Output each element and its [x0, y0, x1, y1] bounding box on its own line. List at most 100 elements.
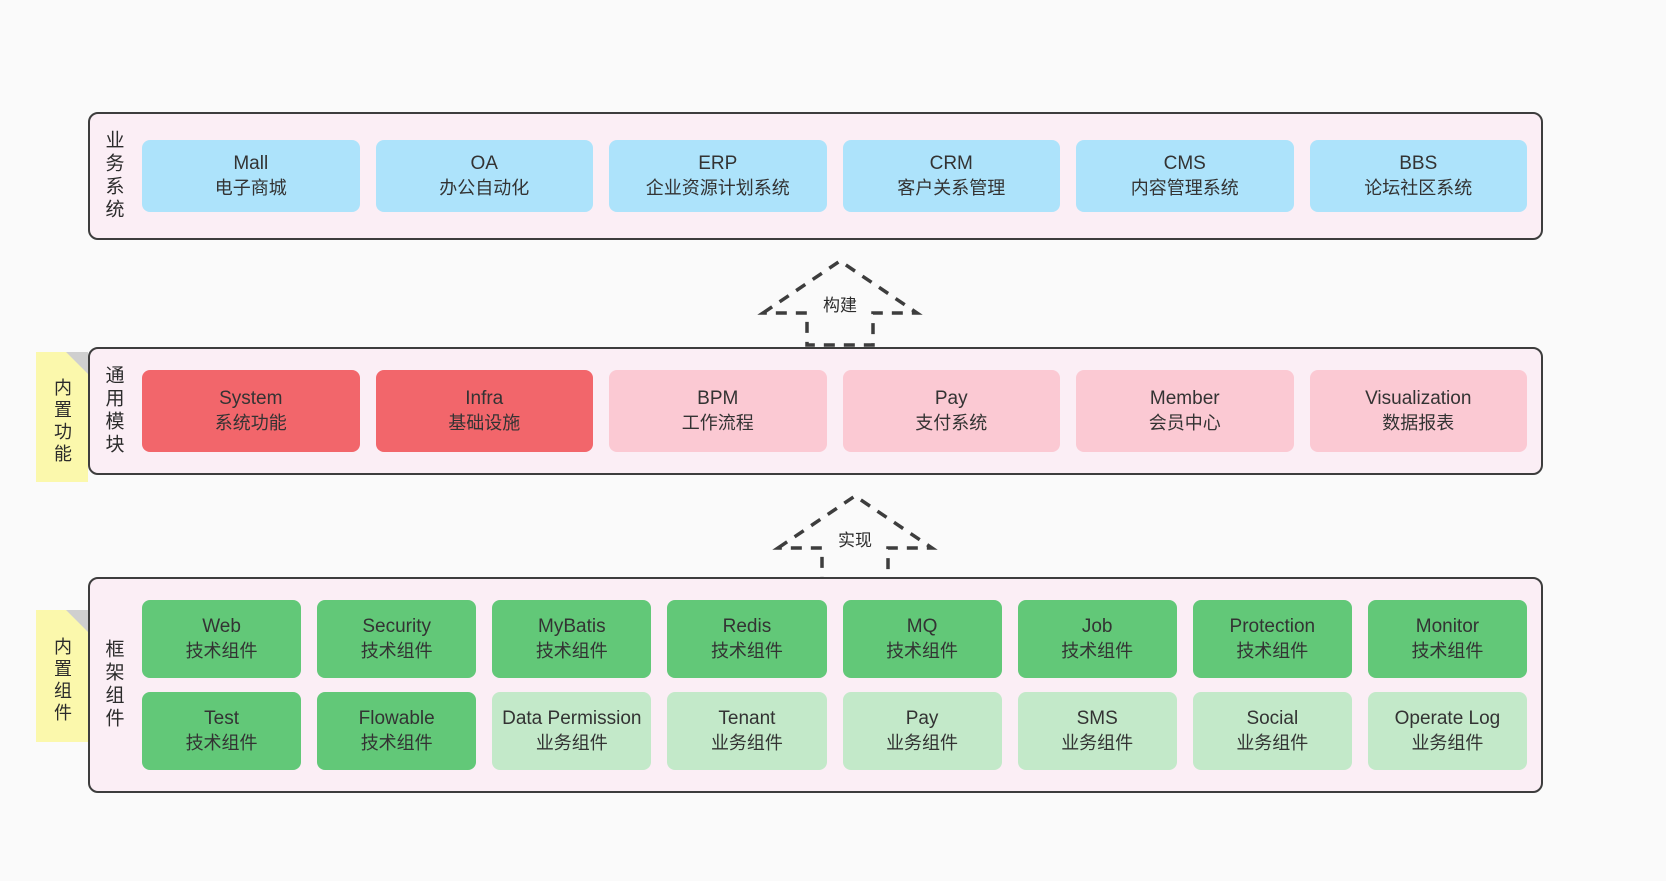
- general-module-card-title: System: [219, 388, 283, 410]
- framework-component-card-subtitle: 业务组件: [886, 732, 959, 753]
- framework-component-card-title: Test: [204, 708, 239, 730]
- framework-component-card-subtitle: 业务组件: [535, 732, 608, 753]
- framework-component-card-subtitle: 技术组件: [185, 732, 258, 753]
- business-system-card-title: BBS: [1399, 153, 1438, 175]
- framework-component-card-title: Operate Log: [1394, 708, 1501, 730]
- sticky-fold-corner-icon: [66, 610, 88, 632]
- framework-component-card-subtitle: 技术组件: [886, 640, 959, 661]
- sticky-fold-corner-icon: [66, 352, 88, 374]
- framework-component-card-subtitle: 技术组件: [185, 640, 258, 661]
- framework-component-card-subtitle: 业务组件: [1236, 732, 1309, 753]
- business-system-layer-label: 业务系统: [102, 130, 124, 222]
- sticky-note-builtin-features: 内置功能: [36, 352, 88, 482]
- sticky-note-builtin-features-label: 内置功能: [52, 378, 72, 466]
- business-system-card-subtitle: 企业资源计划系统: [645, 177, 790, 198]
- business-system-card-title: CMS: [1163, 153, 1206, 175]
- framework-component-card-title: Flowable: [358, 708, 435, 730]
- framework-component-card-subtitle: 技术组件: [1061, 640, 1134, 661]
- general-module-card-subtitle: 数据报表: [1382, 412, 1455, 433]
- business-system-card-subtitle: 电子商城: [214, 177, 287, 198]
- implement-arrow: 实现: [770, 490, 940, 582]
- framework-component-card-title: Social: [1246, 708, 1299, 730]
- framework-component-card-title: Job: [1081, 616, 1113, 638]
- general-module-card-subtitle: 系统功能: [214, 412, 287, 433]
- framework-component-card-subtitle: 技术组件: [710, 640, 783, 661]
- framework-component-card-title: MyBatis: [538, 616, 606, 638]
- build-arrow: 构建: [755, 255, 925, 347]
- general-modules-layer-label: 通用模块: [102, 365, 124, 457]
- general-module-card-subtitle: 工作流程: [681, 412, 754, 433]
- general-module-card-title: Infra: [465, 388, 504, 410]
- business-system-card-title: ERP: [698, 153, 738, 175]
- framework-component-card-subtitle: 业务组件: [1061, 732, 1134, 753]
- general-module-card-title: Member: [1149, 388, 1220, 410]
- framework-component-card-title: Security: [362, 616, 431, 638]
- general-module-card-title: BPM: [697, 388, 739, 410]
- business-system-card-title: Mall: [233, 153, 269, 175]
- general-module-card-subtitle: 基础设施: [448, 412, 521, 433]
- business-system-card-title: CRM: [929, 153, 973, 175]
- framework-component-card-subtitle: 技术组件: [360, 732, 433, 753]
- framework-components-layer-label: 框架组件: [102, 639, 124, 731]
- business-system-card-subtitle: 办公自动化: [439, 177, 530, 198]
- business-system-card-subtitle: 论坛社区系统: [1364, 177, 1473, 198]
- framework-component-card-title: SMS: [1076, 708, 1118, 730]
- business-system-card-subtitle: 内容管理系统: [1130, 177, 1239, 198]
- framework-component-card-title: Web: [202, 616, 241, 638]
- framework-component-card-title: Tenant: [718, 708, 776, 730]
- framework-component-card-subtitle: 技术组件: [1236, 640, 1309, 661]
- general-module-card-title: Visualization: [1365, 388, 1472, 410]
- framework-component-card-subtitle: 技术组件: [535, 640, 608, 661]
- framework-component-card-title: Data Permission: [502, 708, 642, 730]
- general-module-card-subtitle: 支付系统: [915, 412, 988, 433]
- framework-component-card-title: Protection: [1229, 616, 1316, 638]
- framework-component-card-title: Pay: [905, 708, 939, 730]
- business-system-card-subtitle: 客户关系管理: [897, 177, 1006, 198]
- framework-component-card-title: MQ: [906, 616, 938, 638]
- framework-component-card-title: Monitor: [1415, 616, 1480, 638]
- general-module-card-subtitle: 会员中心: [1148, 412, 1221, 433]
- framework-component-card-subtitle: 技术组件: [1411, 640, 1484, 661]
- framework-component-card-title: Redis: [722, 616, 772, 638]
- business-system-card-title: OA: [470, 153, 498, 175]
- general-module-card-title: Pay: [934, 388, 968, 410]
- sticky-note-builtin-components-label: 内置组件: [52, 637, 72, 725]
- framework-component-card-subtitle: 业务组件: [710, 732, 783, 753]
